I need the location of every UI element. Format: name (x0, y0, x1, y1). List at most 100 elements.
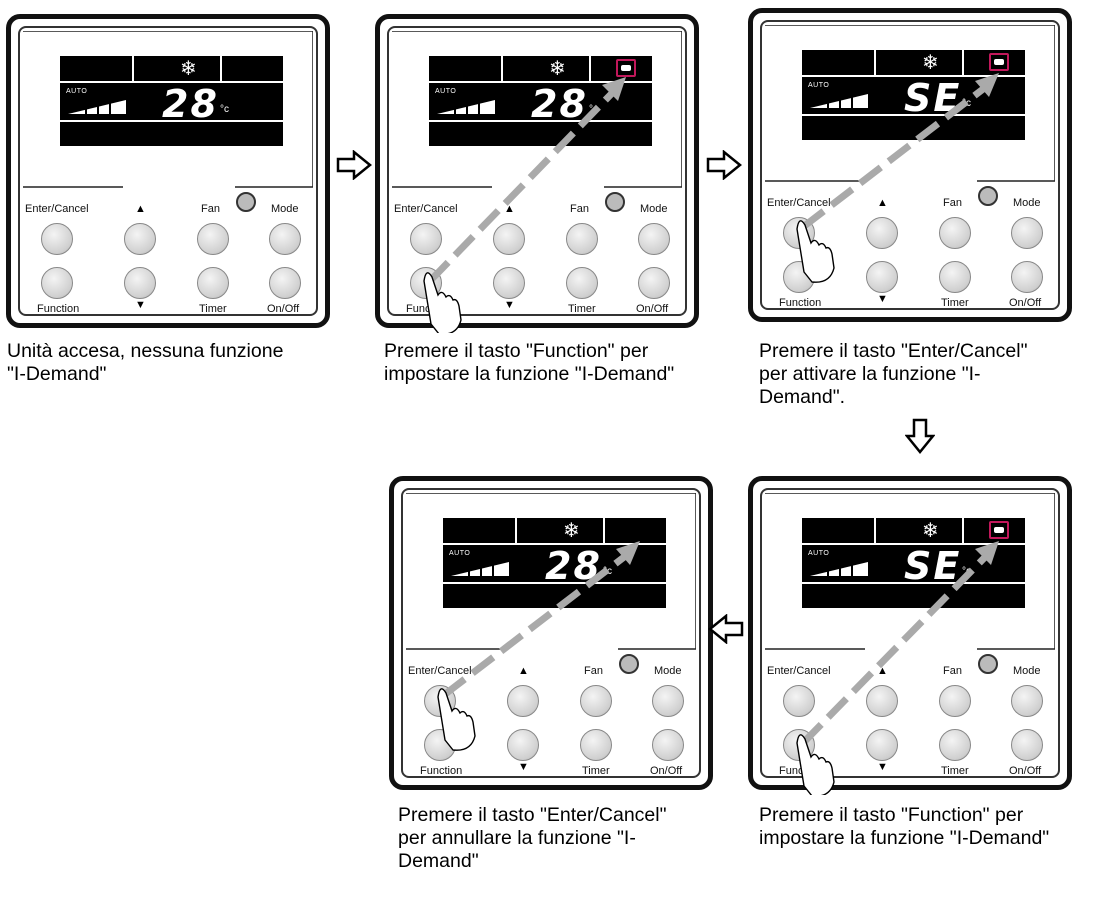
timer-button[interactable] (939, 729, 971, 761)
onoff-button[interactable] (652, 729, 684, 761)
onoff-button[interactable] (269, 267, 301, 299)
enter-cancel-button[interactable] (783, 685, 815, 717)
snowflake-icon: ❄ (549, 58, 566, 80)
auto-label: AUTO (435, 88, 457, 95)
function-button[interactable] (410, 267, 442, 299)
caption-step-5: Premere il tasto "Enter/Cancel" per annu… (398, 804, 667, 872)
fan-speed-icon (437, 100, 495, 114)
fan-label: Fan (943, 197, 962, 209)
down-label: ▼ (504, 299, 515, 311)
panel-border (760, 20, 1060, 310)
lcd-display: ❄ AUTO SE °c (802, 518, 1025, 608)
display-frame (23, 31, 313, 188)
fan-button[interactable] (939, 685, 971, 717)
onoff-label: On/Off (636, 303, 669, 315)
function-button[interactable] (424, 729, 456, 761)
mode-label: Mode (654, 665, 682, 677)
remote-panel-step-2: ❄ AUTO 28 °c Enter/Cancel ▲ Fan Mode Fun… (375, 14, 699, 333)
function-label: Function (779, 765, 822, 777)
caption-step-3: Premere il tasto "Enter/Cancel" per atti… (759, 340, 1028, 408)
up-button[interactable] (507, 685, 539, 717)
i-demand-icon (616, 59, 636, 77)
lcd-display: ❄ AUTO 28 °c (429, 56, 652, 146)
down-label: ▼ (135, 299, 146, 311)
status-led (978, 654, 998, 674)
snowflake-icon: ❄ (922, 52, 939, 74)
status-led (978, 186, 998, 206)
down-label: ▼ (877, 293, 888, 305)
onoff-label: On/Off (1009, 765, 1042, 777)
mode-button[interactable] (269, 223, 301, 255)
fan-button[interactable] (580, 685, 612, 717)
up-button[interactable] (866, 685, 898, 717)
down-button[interactable] (493, 267, 525, 299)
function-label: Function (406, 303, 449, 315)
enter-cancel-button[interactable] (410, 223, 442, 255)
up-button[interactable] (866, 217, 898, 249)
panel-border (401, 488, 701, 778)
up-button[interactable] (124, 223, 156, 255)
fan-speed-icon (68, 100, 126, 114)
lcd-display: ❄ AUTO 28 °c (443, 518, 666, 608)
onoff-button[interactable] (1011, 729, 1043, 761)
timer-button[interactable] (566, 267, 598, 299)
unit-label: °c (962, 566, 971, 577)
onoff-label: On/Off (650, 765, 683, 777)
temperature-readout: SE (904, 544, 962, 588)
fan-speed-icon (810, 94, 868, 108)
down-button[interactable] (866, 261, 898, 293)
timer-label: Timer (199, 303, 227, 315)
onoff-button[interactable] (1011, 261, 1043, 293)
fan-button[interactable] (566, 223, 598, 255)
function-button[interactable] (783, 729, 815, 761)
fan-label: Fan (943, 665, 962, 677)
timer-button[interactable] (939, 261, 971, 293)
mode-button[interactable] (652, 685, 684, 717)
timer-label: Timer (568, 303, 596, 315)
down-button[interactable] (124, 267, 156, 299)
function-label: Function (37, 303, 80, 315)
down-label: ▼ (877, 761, 888, 773)
fan-button[interactable] (939, 217, 971, 249)
status-led (236, 192, 256, 212)
enter-cancel-button[interactable] (424, 685, 456, 717)
fan-label: Fan (201, 203, 220, 215)
panel-border (387, 26, 687, 316)
temperature-readout: 28 (162, 82, 219, 126)
function-button[interactable] (41, 267, 73, 299)
enter-cancel-button[interactable] (41, 223, 73, 255)
up-label: ▲ (518, 665, 529, 677)
fan-button[interactable] (197, 223, 229, 255)
timer-button[interactable] (197, 267, 229, 299)
timer-button[interactable] (580, 729, 612, 761)
i-demand-icon (989, 521, 1009, 539)
down-button[interactable] (507, 729, 539, 761)
down-button[interactable] (866, 729, 898, 761)
mode-button[interactable] (638, 223, 670, 255)
temperature-readout: SE (904, 76, 962, 120)
mode-label: Mode (1013, 197, 1041, 209)
lcd-display: ❄ AUTO SE °c (802, 50, 1025, 140)
timer-label: Timer (582, 765, 610, 777)
remote-panel-step-1: ❄ AUTO 28 °c Enter/Cancel ▲ Fan Mode Fun… (6, 14, 330, 328)
up-label: ▲ (504, 203, 515, 215)
up-label: ▲ (877, 665, 888, 677)
snowflake-icon: ❄ (563, 520, 580, 542)
mode-button[interactable] (1011, 217, 1043, 249)
fan-label: Fan (570, 203, 589, 215)
enter-cancel-button[interactable] (783, 217, 815, 249)
timer-label: Timer (941, 765, 969, 777)
flow-arrow-right-icon (706, 150, 742, 180)
function-button[interactable] (783, 261, 815, 293)
mode-button[interactable] (1011, 685, 1043, 717)
onoff-label: On/Off (1009, 297, 1042, 309)
fan-speed-icon (451, 562, 509, 576)
fan-speed-icon (810, 562, 868, 576)
temperature-readout: 28 (545, 544, 602, 588)
up-button[interactable] (493, 223, 525, 255)
enter-cancel-label: Enter/Cancel (767, 197, 831, 209)
fan-label: Fan (584, 665, 603, 677)
onoff-button[interactable] (638, 267, 670, 299)
function-label: Function (420, 765, 463, 777)
caption-step-1: Unità accesa, nessuna funzione "I-Demand… (7, 340, 284, 385)
